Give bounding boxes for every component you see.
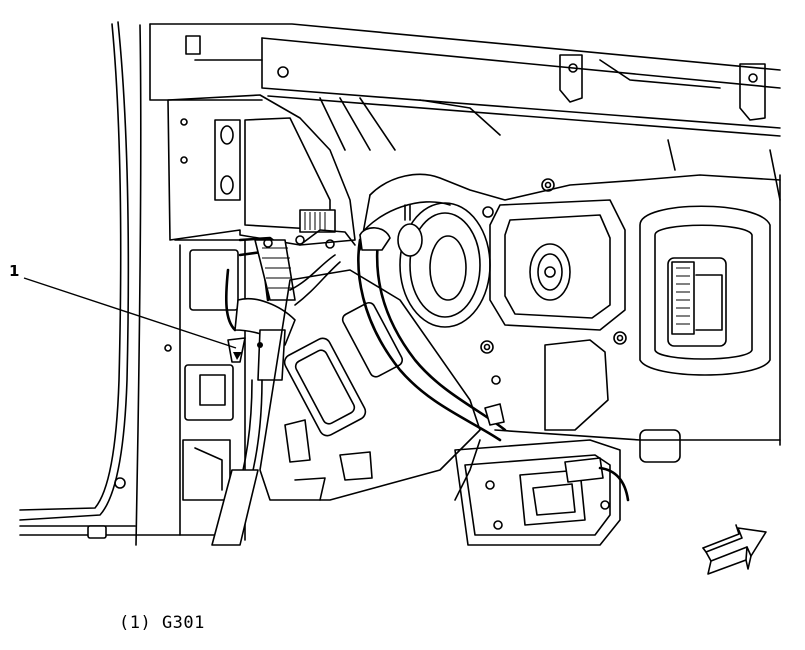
speaker-opening	[489, 199, 626, 331]
inner-door-panel	[359, 173, 781, 501]
direction-arrow-icon	[702, 524, 767, 575]
vehicle-interior-wiring-illustration	[19, 21, 781, 575]
ground-terminal-icon	[227, 337, 246, 363]
left-bracket-panel	[167, 94, 356, 246]
figure-caption: (1) G301	[119, 613, 205, 633]
wiring-harness-left	[211, 229, 356, 546]
ground-terminal-g301	[227, 337, 263, 363]
central-panel	[259, 235, 481, 501]
callout-number: 1	[9, 262, 20, 280]
oval-opening	[397, 202, 491, 328]
right-harness	[357, 149, 781, 546]
callout-leader-line	[23, 277, 237, 349]
module-opening	[639, 139, 771, 463]
upper-cross-member	[149, 23, 781, 151]
